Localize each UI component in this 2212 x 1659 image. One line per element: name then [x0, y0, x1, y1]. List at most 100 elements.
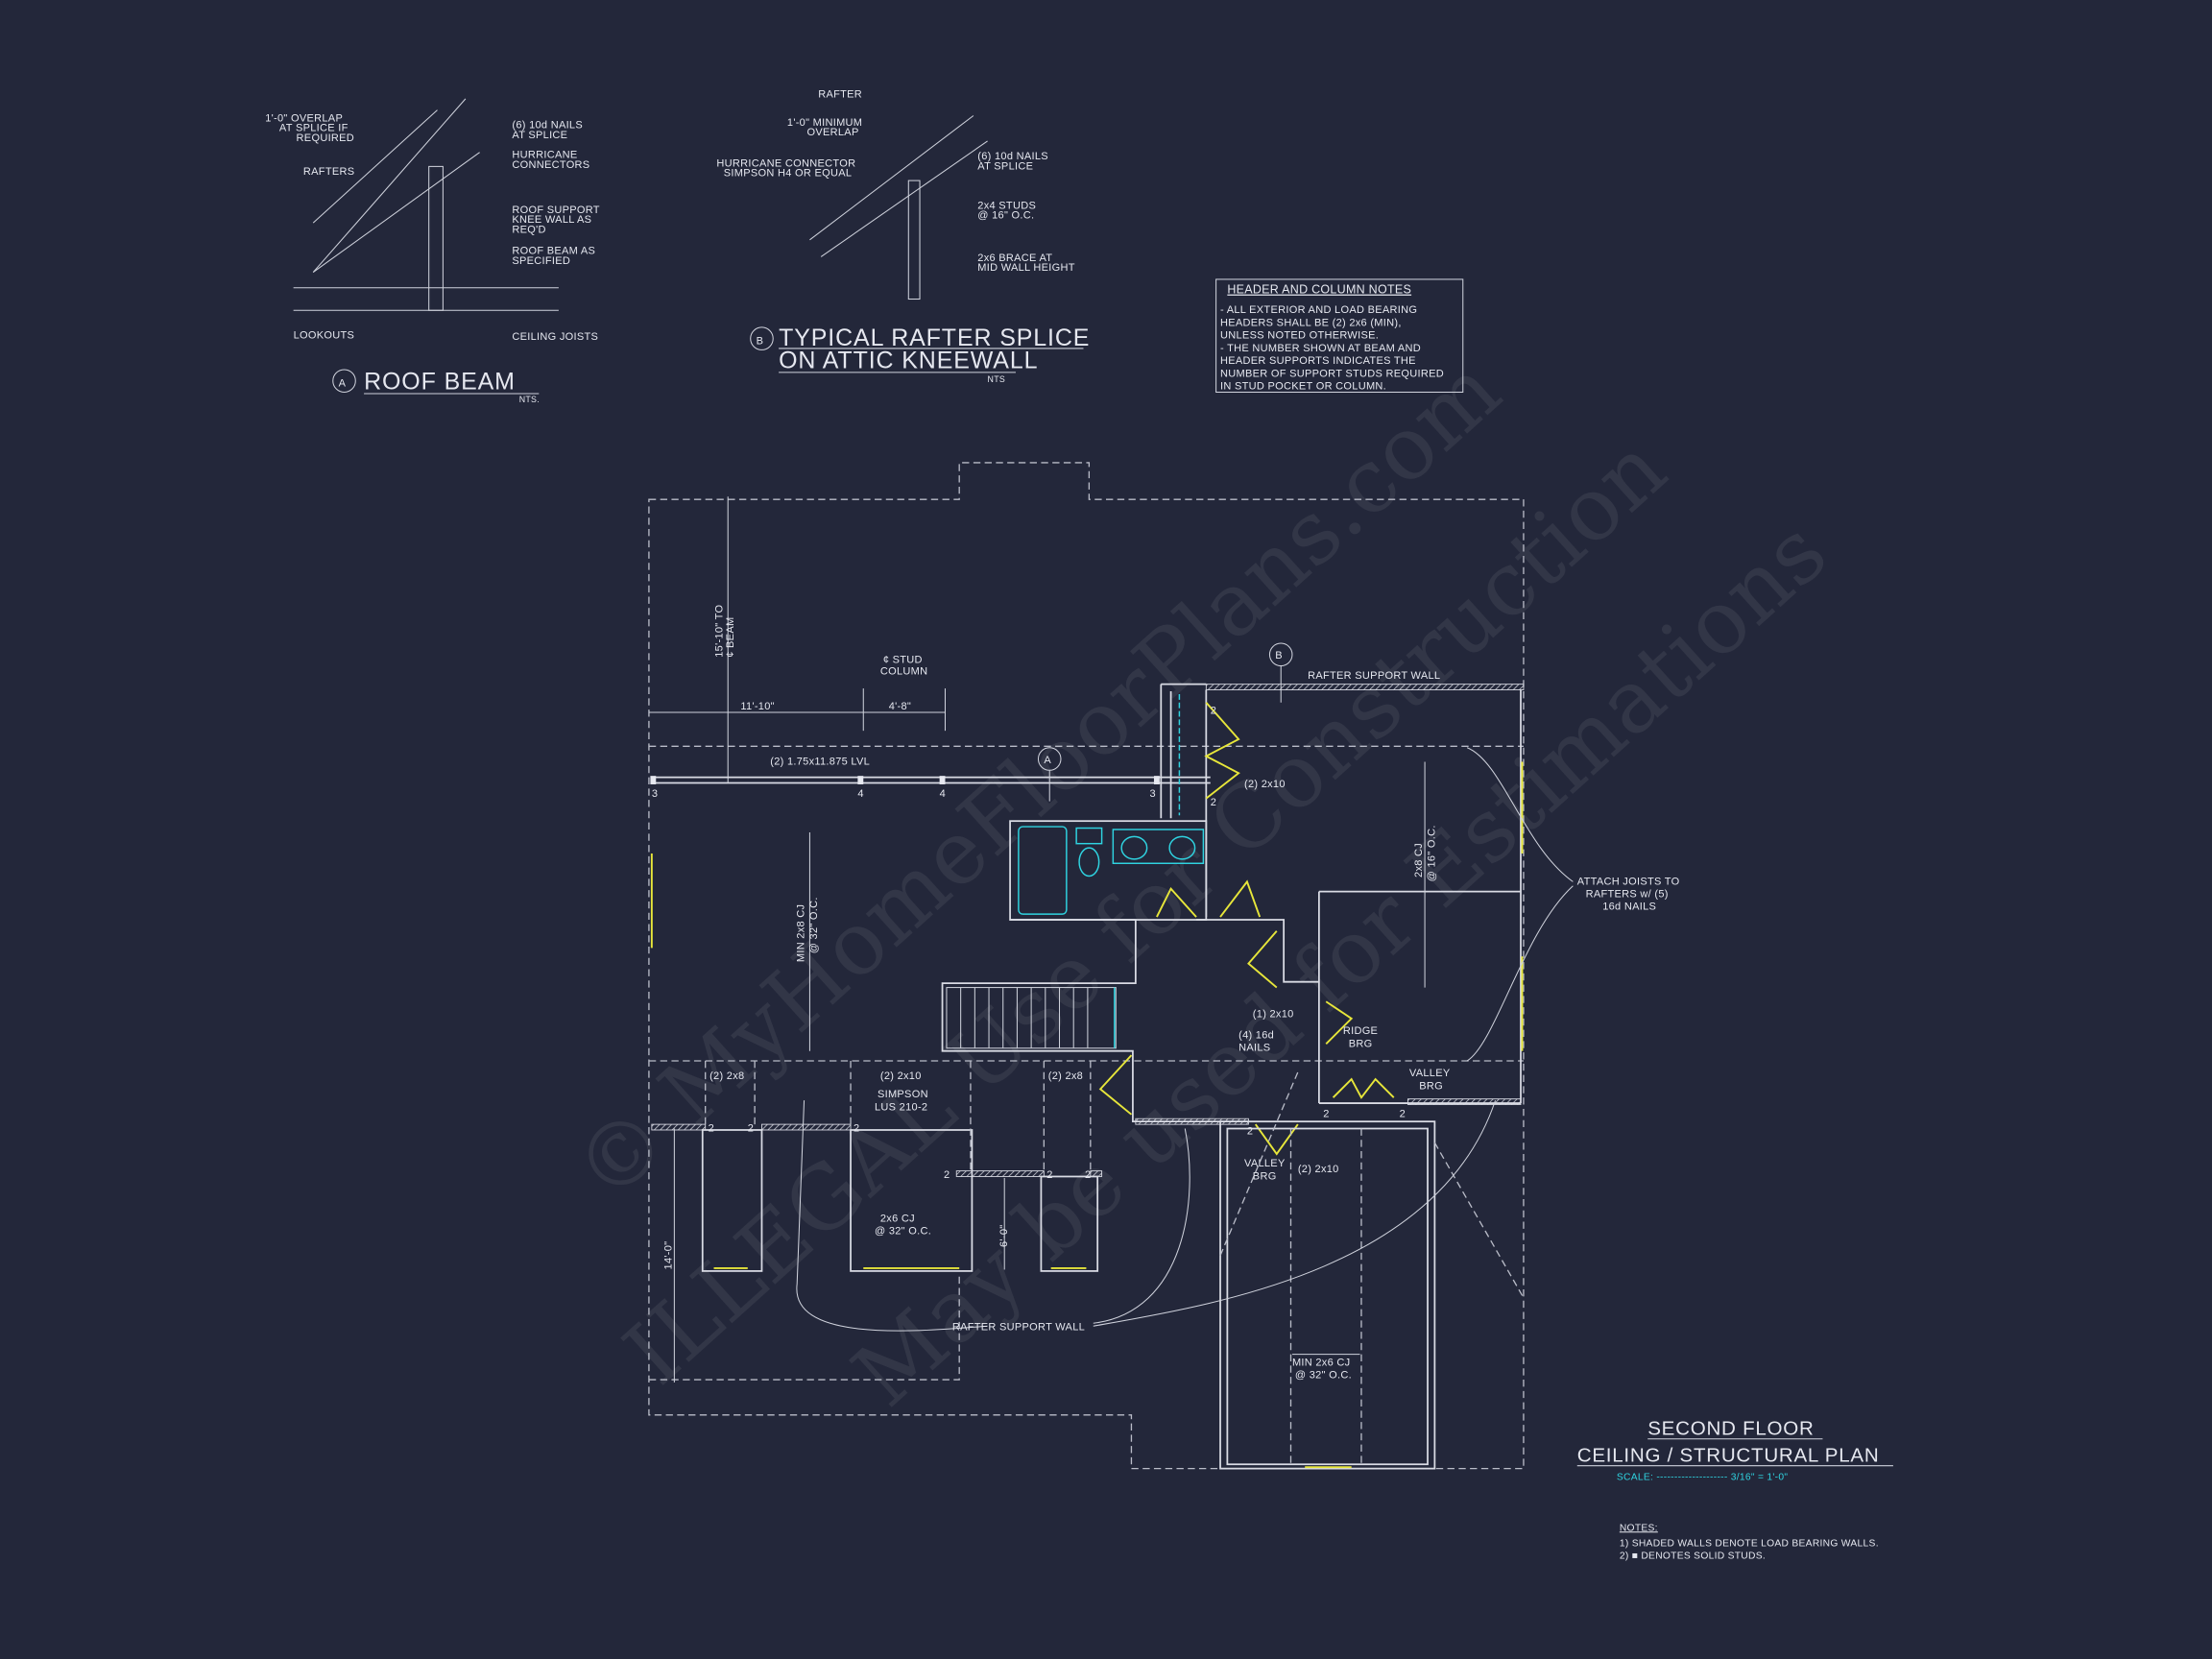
stud-count: 2 — [854, 1122, 859, 1134]
note-line: IN STUD POCKET OR COLUMN. — [1220, 381, 1386, 393]
label: BRG — [1419, 1080, 1443, 1092]
plan-title-line-1: SECOND FLOOR — [1647, 1417, 1814, 1439]
dimension-label: 15'-10" TO — [713, 605, 725, 658]
note-line: HEADER SUPPORTS INDICATES THE — [1220, 355, 1416, 367]
note-item: 2) ■ DENOTES SOLID STUDS. — [1620, 1551, 1766, 1562]
label: KNEE WALL AS — [512, 214, 591, 226]
stud-count: 2 — [1211, 706, 1216, 717]
stud-count: 4 — [940, 788, 946, 800]
stud-count: 4 — [857, 788, 863, 800]
dimension-label: 4'-8" — [889, 701, 911, 712]
section-marker-b: B — [1275, 650, 1283, 661]
dimension-label: 11'-10" — [740, 701, 774, 712]
stud-count: 2 — [944, 1169, 950, 1181]
dimension-label: 6'-0" — [998, 1225, 1010, 1247]
label: 16d NAILS — [1602, 902, 1656, 913]
label: @ 16" O.C. — [977, 210, 1034, 222]
label: (1) 2x10 — [1253, 1008, 1294, 1020]
label: (6) 10d NAILS — [512, 120, 583, 132]
label: (2) 2x8 — [1048, 1070, 1083, 1082]
label: @ 16" O.C. — [1426, 825, 1437, 881]
label: AT SPLICE — [977, 160, 1033, 172]
stud-count: 2 — [1211, 797, 1216, 808]
dimension-label: ¢ BEAM — [725, 617, 736, 658]
label: CEILING JOISTS — [512, 331, 598, 343]
stud-count: 2 — [709, 1122, 714, 1134]
detail-a-title: ROOF BEAM — [364, 369, 516, 396]
stairs — [946, 987, 1117, 1049]
label: MIN 2x6 CJ — [1292, 1357, 1350, 1368]
label: NTS. — [519, 395, 540, 404]
label: (2) 2x10 — [1244, 779, 1286, 790]
label: (6) 10d NAILS — [977, 151, 1048, 162]
label: OVERLAP — [806, 127, 858, 138]
stud-count: 2 — [1085, 1169, 1091, 1181]
label: HURRICANE CONNECTOR — [716, 157, 855, 169]
label: AT SPLICE — [512, 130, 567, 141]
scale-label: SCALE: -------------------- 3/16" = 1'-0… — [1617, 1472, 1788, 1482]
detail-b-title-1: TYPICAL RAFTER SPLICE — [779, 325, 1090, 351]
label: COLUMN — [880, 665, 928, 677]
detail-rafter-splice: RAFTER 1'-0" MINIMUM OVERLAP HURRICANE C… — [716, 88, 1090, 384]
label: 2x6 CJ — [880, 1213, 915, 1224]
header-column-notes: HEADER AND COLUMN NOTES - ALL EXTERIOR A… — [1215, 278, 1464, 394]
detail-b-title-2: ON ATTIC KNEEWALL — [779, 348, 1038, 374]
label: SIMPSON H4 OR EQUAL — [724, 168, 853, 180]
label: MIN 2x8 CJ — [796, 904, 807, 962]
beam-label: (2) 1.75x11.875 LVL — [770, 756, 870, 767]
label: LOOKOUTS — [294, 330, 355, 342]
note-line: - THE NUMBER SHOWN AT BEAM AND — [1220, 343, 1421, 354]
label: REQUIRED — [297, 132, 355, 144]
label: RAFTER SUPPORT WALL — [1308, 670, 1440, 682]
label: ROOF BEAM AS — [512, 245, 595, 256]
label: VALLEY — [1409, 1068, 1451, 1079]
floor-plan: 15'-10" TO ¢ BEAM ¢ STUD COLUMN 11'-10" … — [648, 462, 1680, 1470]
stud-count: 3 — [1150, 788, 1156, 800]
label: VALLEY — [1244, 1158, 1286, 1169]
note-line: UNLESS NOTED OTHERWISE. — [1220, 330, 1379, 342]
stud-count: 2 — [1400, 1109, 1406, 1120]
label: ROOF SUPPORT — [512, 204, 599, 216]
label: 2x8 CJ — [1413, 843, 1425, 878]
note-item: 1) SHADED WALLS DENOTE LOAD BEARING WALL… — [1620, 1538, 1879, 1549]
label: RIDGE — [1343, 1025, 1378, 1037]
label: (2) 2x8 — [709, 1070, 744, 1082]
label: @ 32" O.C. — [1295, 1370, 1352, 1382]
label: LUS 210-2 — [875, 1101, 927, 1113]
notes-heading: NOTES: — [1620, 1523, 1658, 1533]
label: (2) 2x10 — [1298, 1164, 1339, 1175]
stud-count: 2 — [748, 1122, 754, 1134]
label: RAFTER SUPPORT WALL — [952, 1322, 1085, 1334]
label: BRG — [1253, 1170, 1277, 1182]
label: (2) 2x10 — [880, 1070, 922, 1082]
label: CONNECTORS — [512, 159, 589, 171]
title-block: SECOND FLOOR CEILING / STRUCTURAL PLAN S… — [1576, 1417, 1893, 1562]
stud-count: 2 — [1323, 1109, 1329, 1120]
stud-count: 2 — [1046, 1169, 1052, 1181]
watermark-line-1: © MyHomeFloorPlans.com — [555, 339, 1520, 1221]
note-line: HEADERS SHALL BE (2) 2x6 (MIN), — [1220, 317, 1402, 328]
label: 2x6 BRACE AT — [977, 252, 1052, 264]
label: @ 32" O.C. — [808, 897, 820, 953]
label: @ 32" O.C. — [875, 1226, 931, 1238]
label: AT SPLICE IF — [279, 123, 349, 134]
label: ¢ STUD — [883, 655, 923, 666]
label: ATTACH JOISTS TO — [1577, 876, 1680, 887]
label: RAFTERS w/ (5) — [1586, 889, 1669, 901]
label: MID WALL HEIGHT — [977, 262, 1075, 274]
label: SPECIFIED — [512, 255, 570, 267]
label: NAILS — [1238, 1043, 1270, 1054]
notes-title: HEADER AND COLUMN NOTES — [1227, 283, 1411, 297]
detail-marker-b: B — [757, 336, 764, 348]
label: 2x4 STUDS — [977, 200, 1036, 211]
stud-count: 2 — [1247, 1125, 1253, 1137]
label: (4) 16d — [1238, 1029, 1274, 1041]
label: RAFTERS — [303, 166, 354, 178]
section-marker-a: A — [1044, 755, 1051, 766]
stud-count: 3 — [652, 788, 658, 800]
watermark-line-3: May be used for Estimations — [834, 501, 1846, 1427]
label: REQ'D — [512, 224, 545, 235]
label: BRG — [1349, 1038, 1373, 1049]
label: NTS — [988, 374, 1005, 384]
